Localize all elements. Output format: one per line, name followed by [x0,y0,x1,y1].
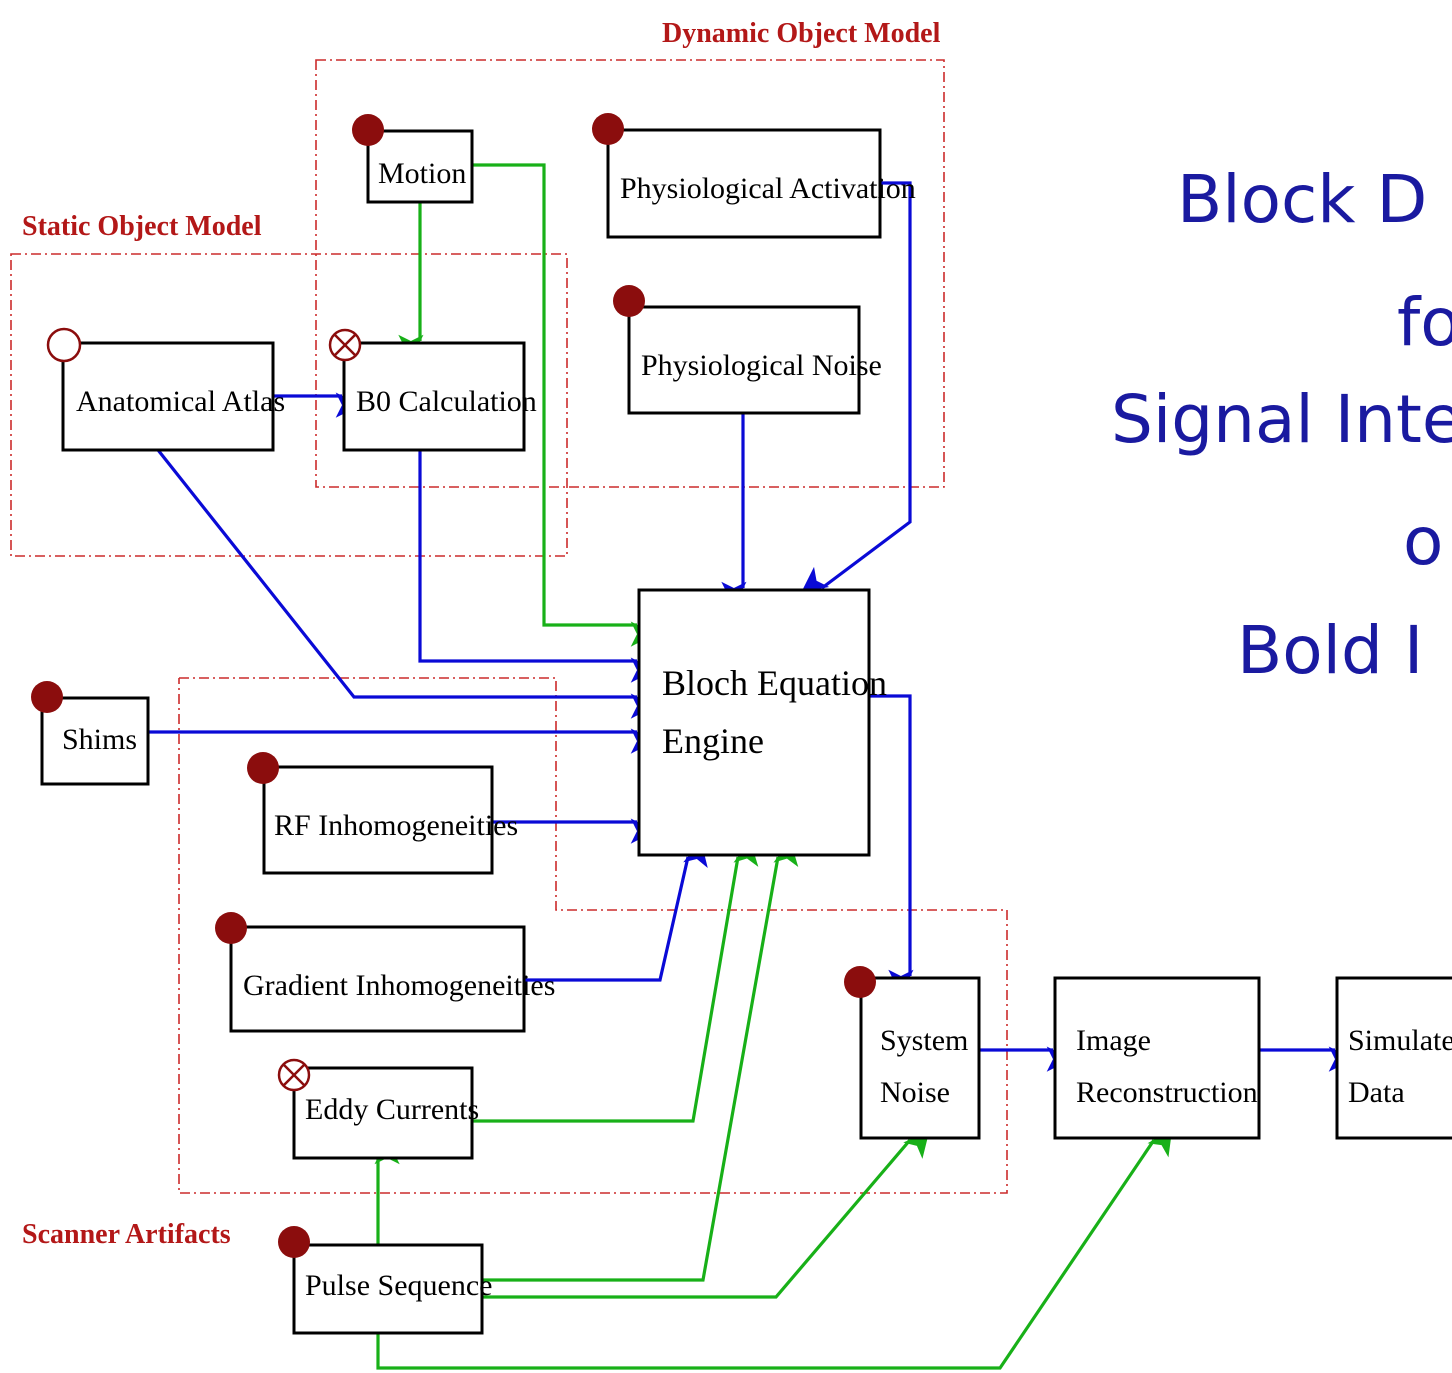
physio-activation-dot-icon [592,113,624,145]
bloch-equation-label: Bloch Equation [662,663,887,703]
title-line-2: fo [1397,284,1452,361]
rf-inhomogeneities-label: RF Inhomogeneities [274,809,518,842]
pulse-sequence-block: Pulse Sequence [292,1243,492,1335]
system-noise-label-line2: Noise [880,1076,950,1109]
atlas-hollow-circle-icon [46,327,82,363]
green-connectors [374,163,1173,1370]
title-line-3: Signal Inte [1111,381,1452,458]
slide-title: Block D fo Signal Inte o Bold I [1111,161,1452,689]
title-line-1: Block D [1177,161,1427,238]
eddy-crossed-circle-icon [277,1058,311,1092]
anatomical-atlas-label: Anatomical Atlas [76,385,285,418]
shims-dot-icon [31,681,63,713]
simulated-data-block: Simulated Data [1335,976,1452,1140]
b0-calculation-label: B0 Calculation [356,385,537,418]
dynamic-object-model-label: Dynamic Object Model [662,18,941,49]
image-reconstruction-label-line1: Image [1076,1024,1151,1057]
shims-block: Shims [40,696,150,786]
scanner-artifacts-label: Scanner Artifacts [22,1219,231,1250]
b0-crossed-circle-icon [328,328,362,362]
anatomical-atlas-block: Anatomical Atlas [61,341,285,452]
gradient-inhomogeneities-label: Gradient Inhomogeneities [243,969,555,1002]
gradient-to-bloch-arrow [524,840,708,982]
b0-calculation-block: B0 Calculation [342,341,537,452]
physiological-noise-label: Physiological Noise [641,349,882,382]
system-noise-block: System Noise [859,976,981,1140]
rf-dot-icon [247,752,279,784]
simulated-data-label-line2: Data [1348,1076,1405,1109]
pulse-to-system-noise-arrow [482,1131,930,1299]
gradient-dot-icon [215,912,247,944]
pulse-sequence-label: Pulse Sequence [305,1269,492,1302]
motion-to-bloch-arrow [472,163,656,647]
motion-label: Motion [378,157,466,190]
eddy-currents-block: Eddy Currents [292,1066,479,1160]
system-noise-label-line1: System [880,1024,968,1057]
rf-inhomogeneities-block: RF Inhomogeneities [262,765,518,875]
physio-noise-dot-icon [613,285,645,317]
motion-block: Motion [366,129,474,204]
eddy-to-bloch-arrow [472,839,759,1123]
bloch-engine-label: Engine [662,721,764,761]
static-object-model-region [10,253,568,557]
bloch-equation-engine-block: Bloch Equation Engine [637,588,887,857]
pulse-to-recon-arrow [376,1129,1173,1370]
atlas-to-bloch-arrow [156,449,656,719]
pulse-to-bloch-arrow [482,839,799,1282]
title-line-5: Bold I [1237,612,1423,689]
motion-dot-icon [352,114,384,146]
bloch-to-system-noise-arrow [869,694,914,995]
physio-activation-to-bloch-arrow [801,181,912,593]
system-noise-dot-icon [844,966,876,998]
b0-to-bloch-arrow [418,450,656,683]
title-line-4: o [1403,503,1443,580]
gradient-inhomogeneities-block: Gradient Inhomogeneities [229,925,555,1033]
shims-label: Shims [62,723,137,756]
image-reconstruction-label-line2: Reconstruction [1076,1076,1258,1109]
physiological-noise-block: Physiological Noise [627,305,882,415]
image-reconstruction-block: Image Reconstruction [1053,976,1261,1140]
static-object-model-label: Static Object Model [22,211,262,242]
physiological-activation-block: Physiological Activation [606,128,916,239]
dynamic-object-model-region [315,59,945,488]
pulse-dot-icon [278,1226,310,1258]
eddy-currents-label: Eddy Currents [305,1093,479,1126]
simulated-data-label-line1: Simulated [1348,1024,1452,1057]
physiological-activation-label: Physiological Activation [620,172,916,205]
scanner-artifacts-region [178,677,1008,1194]
blue-connectors [148,181,1354,1072]
